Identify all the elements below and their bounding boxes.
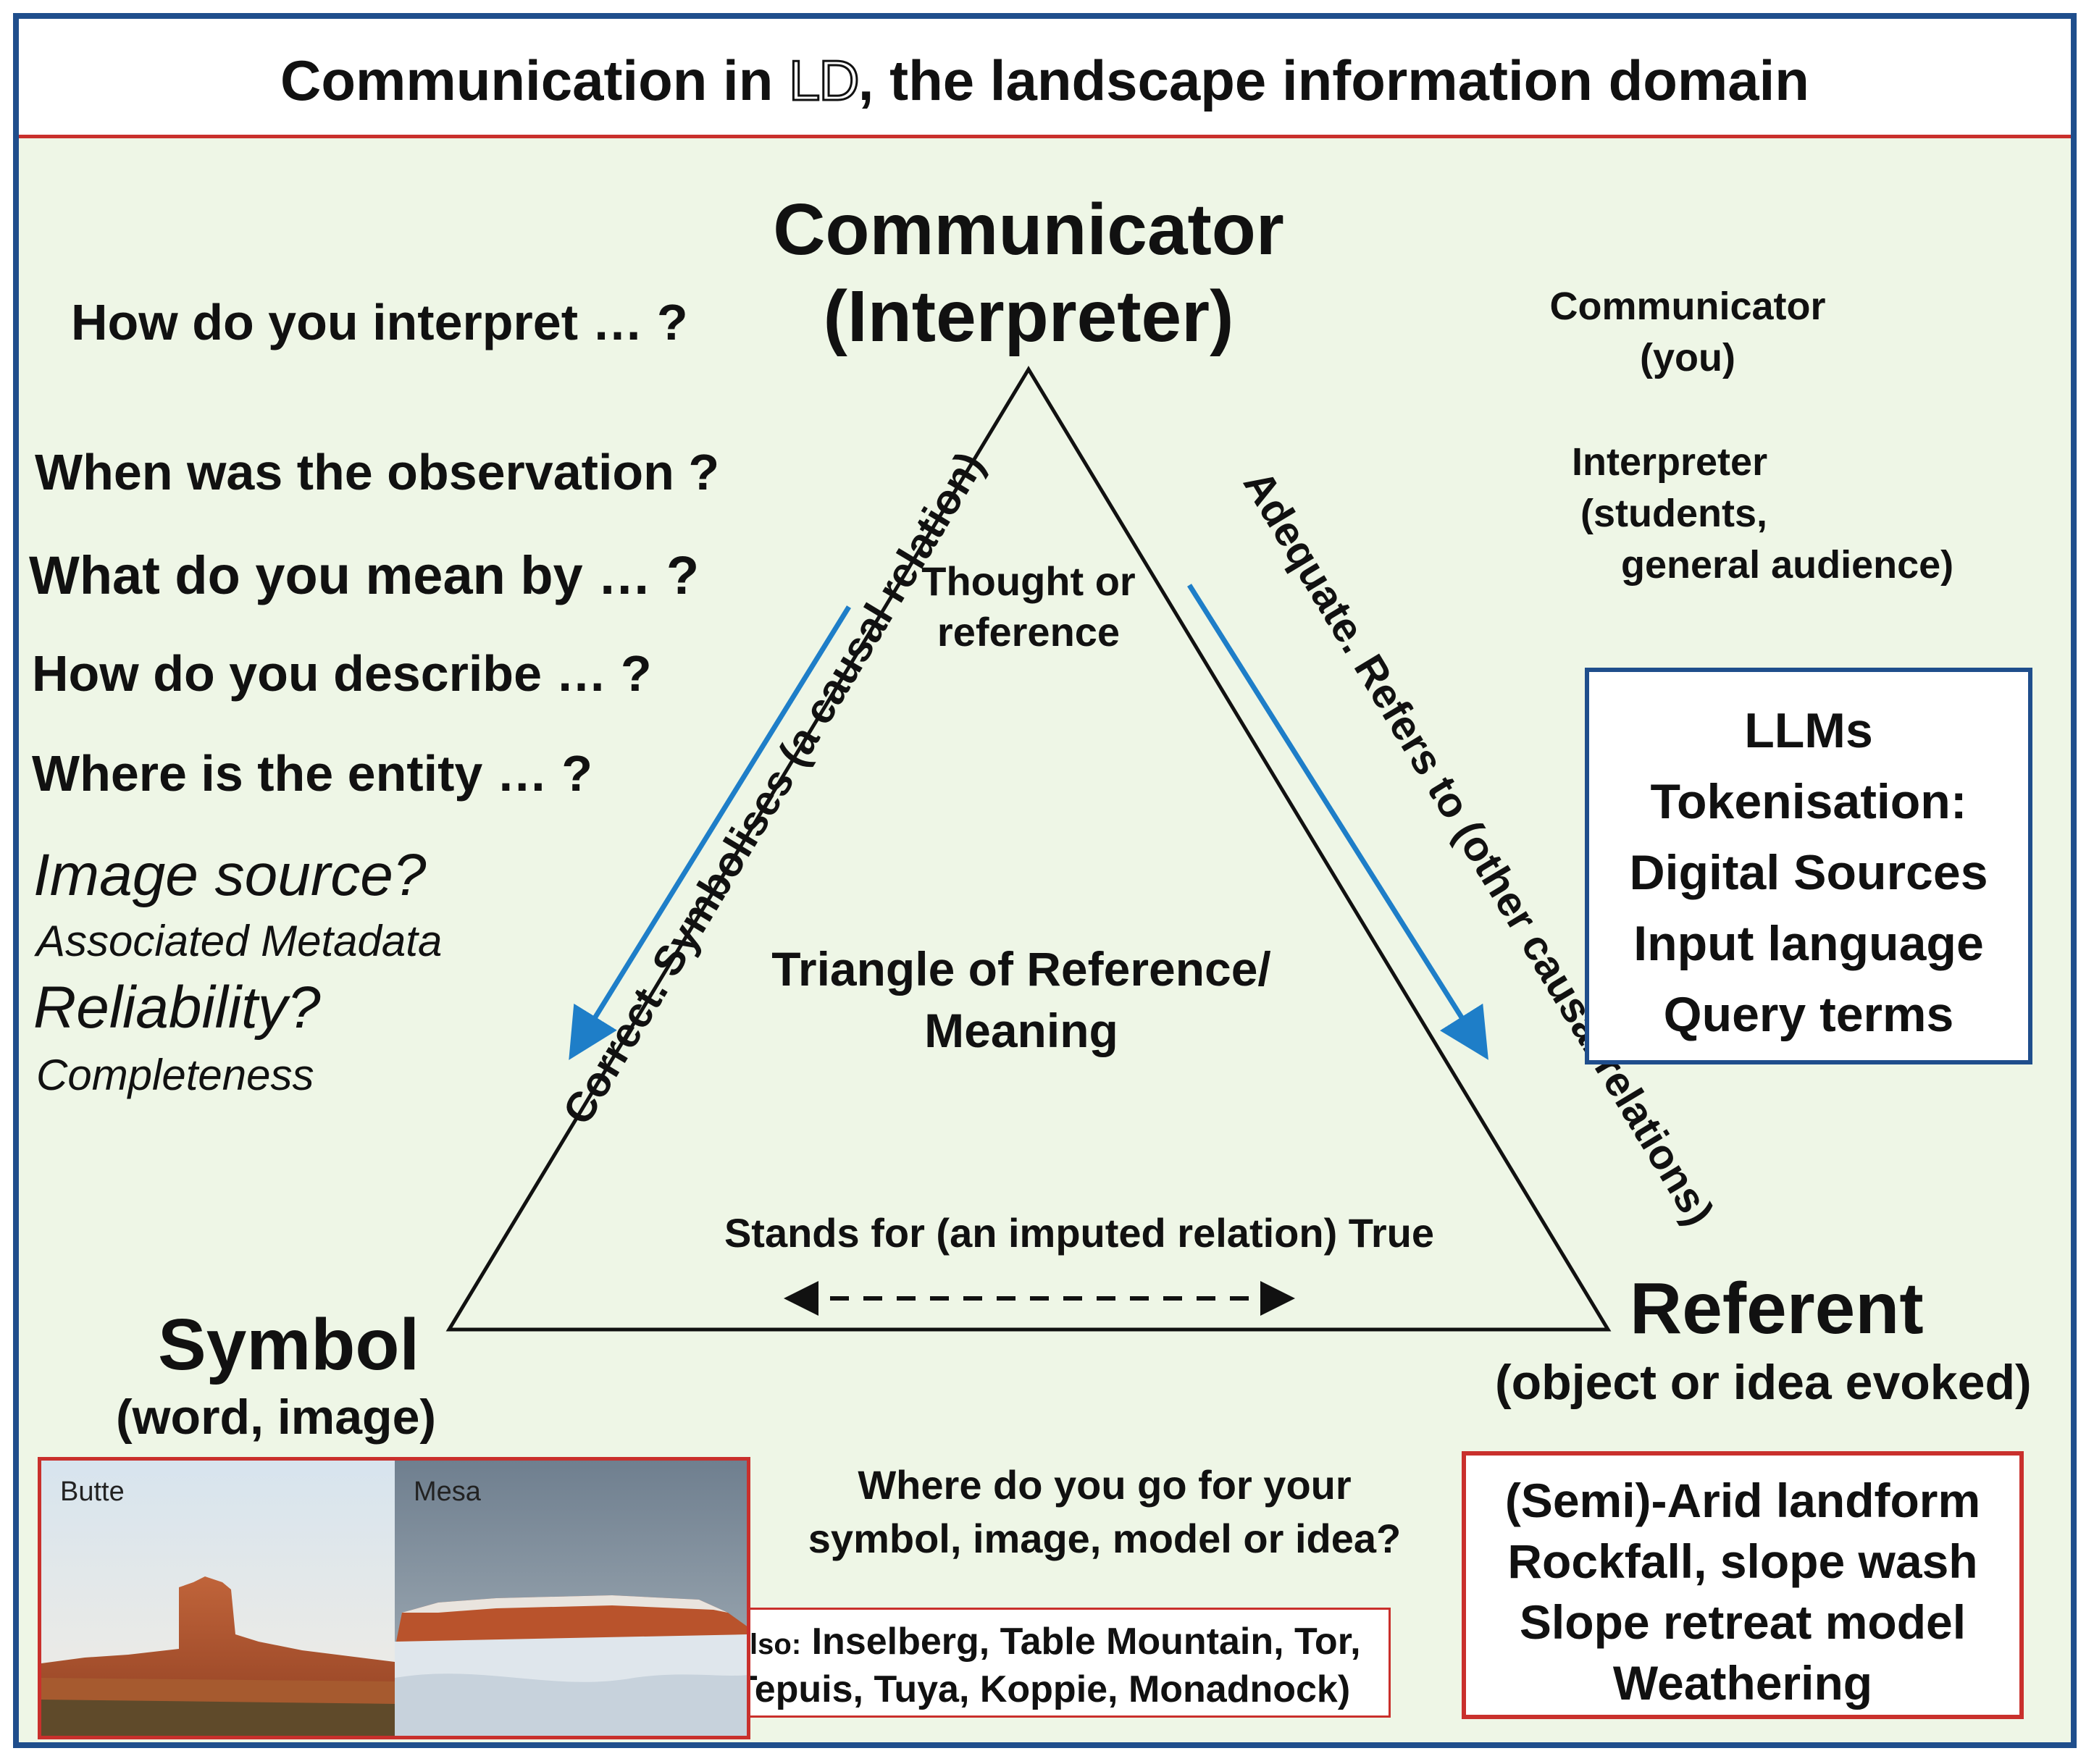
triangle-center-label-1: Triangle of Reference/: [771, 942, 1271, 996]
image-source-label: Image source?: [33, 842, 427, 908]
thought-label-1: Thought or: [921, 558, 1136, 604]
referent-label: Referent: [1630, 1268, 1924, 1349]
landform-line: Slope retreat model: [1519, 1595, 1967, 1649]
question-mean: What do you mean by … ?: [29, 545, 700, 605]
title-text-pre: Communication in: [280, 49, 790, 112]
llm-line: Input language: [1633, 916, 1984, 971]
landform-box: (Semi)-Arid landform Rockfall, slope was…: [1462, 1451, 2024, 1719]
triangle-of-reference: [445, 366, 1612, 1332]
butte-photo: [41, 1461, 395, 1736]
also-line-1: (also: Inselberg, Table Mountain, Tor,: [696, 1620, 1389, 1663]
landform-line: Rockfall, slope wash: [1507, 1534, 1978, 1588]
llm-box: LLMs Tokenisation: Digital Sources Input…: [1585, 668, 2032, 1064]
where-question-line-1: Where do you go for your: [858, 1462, 1352, 1508]
reliability-label: Reliability?: [33, 975, 321, 1041]
referent-sublabel: (object or idea evoked): [1495, 1355, 2032, 1410]
llm-line: Digital Sources: [1629, 845, 1988, 900]
also-text-1: Inselberg, Table Mountain, Tor,: [801, 1621, 1361, 1663]
question-interpret: How do you interpret … ?: [71, 294, 688, 350]
communicator-label: Communicator: [773, 189, 1284, 270]
triangle-center-label-2: Meaning: [924, 1004, 1118, 1057]
also-line-2: Tepuis, Tuya, Koppie, Monadnock): [734, 1668, 1351, 1710]
note-students: (students,: [1580, 492, 1768, 535]
note-you: (you): [1640, 336, 1735, 379]
also-box: (also: Inselberg, Table Mountain, Tor, T…: [694, 1608, 1391, 1718]
where-question-line-2: symbol, image, model or idea?: [808, 1516, 1402, 1561]
associated-metadata-label: Associated Metadata: [36, 917, 443, 965]
landform-line: (Semi)-Arid landform: [1504, 1474, 1981, 1527]
note-interpreter: Interpreter: [1572, 440, 1768, 484]
right-edge-arrow: [1187, 584, 1488, 1060]
bottom-edge-label: Stands for (an imputed relation) True: [724, 1210, 1435, 1256]
note-communicator: Communicator: [1549, 285, 1826, 328]
completeness-label: Completeness: [36, 1051, 314, 1099]
thought-label-2: reference: [937, 609, 1121, 655]
title-text-post: , the landscape information domain: [858, 49, 1809, 112]
mesa-label: Mesa: [414, 1477, 481, 1507]
ld-symbol: LD: [788, 48, 861, 114]
left-edge-arrow: [569, 605, 851, 1060]
llm-line: LLMs: [1744, 703, 1873, 758]
question-describe: How do you describe … ?: [32, 645, 652, 702]
question-entity: Where is the entity … ?: [32, 745, 592, 802]
note-general-audience: general audience): [1621, 543, 1954, 587]
page-title: Communication in LD, the landscape infor…: [19, 48, 2071, 114]
llm-line: Tokenisation:: [1650, 774, 1967, 829]
symbol-label: Symbol: [158, 1304, 420, 1385]
butte-label: Butte: [60, 1477, 125, 1507]
question-observation: When was the observation ?: [35, 444, 720, 500]
landform-line: Weathering: [1612, 1656, 1873, 1710]
symbol-sublabel: (word, image): [116, 1390, 437, 1445]
title-bar: Communication in LD, the landscape infor…: [19, 19, 2071, 138]
interpreter-label: (Interpreter): [823, 276, 1234, 357]
llm-line: Query terms: [1663, 987, 1954, 1042]
photo-box: Butte Mesa: [38, 1457, 750, 1739]
mesa-photo: [395, 1461, 747, 1736]
